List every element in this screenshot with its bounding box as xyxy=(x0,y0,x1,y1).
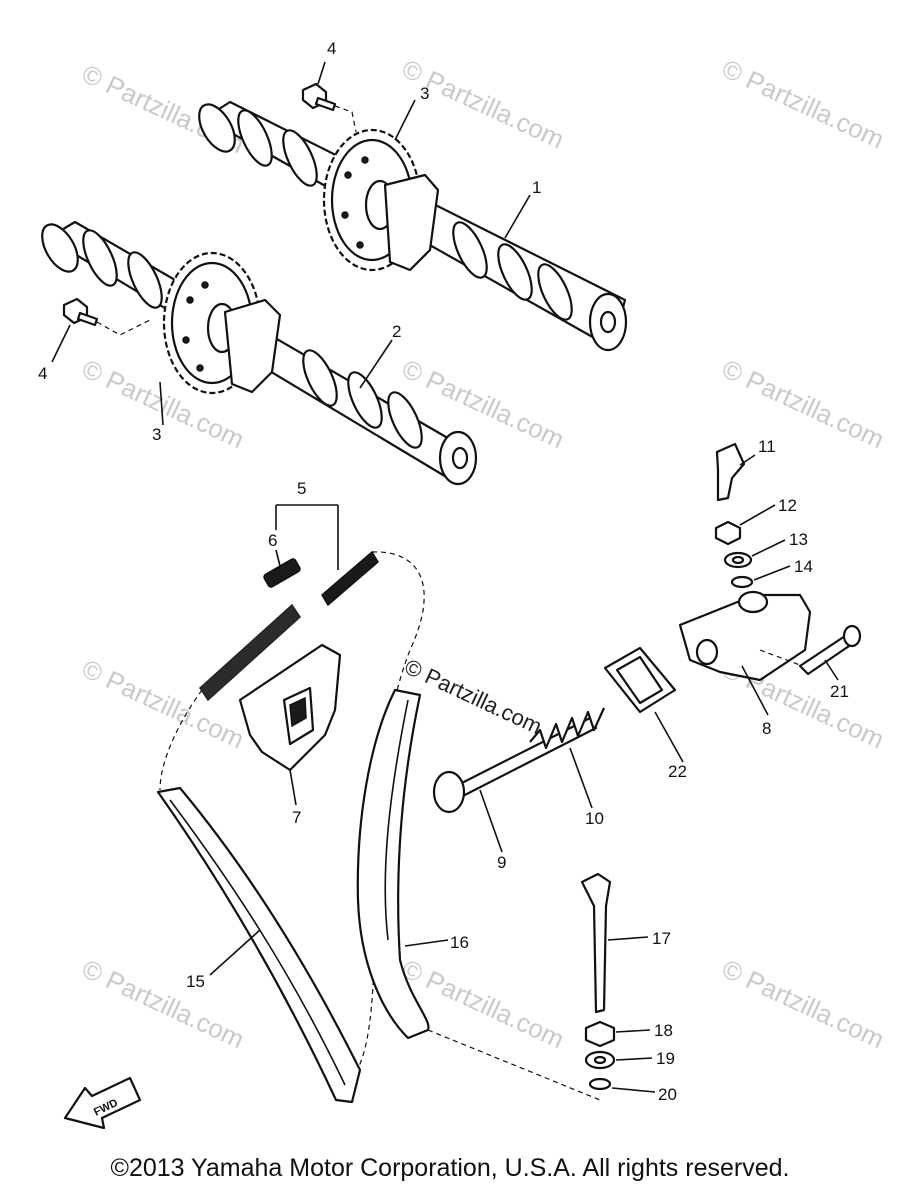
callout-4-lower: 4 xyxy=(38,364,47,383)
callout-10: 10 xyxy=(585,809,604,828)
chain-guide-16 xyxy=(356,688,601,1101)
tensioner-housing xyxy=(678,590,812,682)
callout-14: 14 xyxy=(794,557,813,576)
tensioner-bolt xyxy=(715,442,746,502)
callout-21: 21 xyxy=(830,682,849,701)
sprocket-bolt-upper xyxy=(301,82,357,133)
watermark-3: © Partzilla.com xyxy=(717,53,888,154)
center-watermark: © Partzilla.com xyxy=(401,654,546,739)
callout-3-lower: 3 xyxy=(152,425,161,444)
callout-1: 1 xyxy=(532,178,541,197)
callout-6: 6 xyxy=(268,531,277,550)
chain-guide-7 xyxy=(238,643,342,772)
o-ring xyxy=(730,575,754,589)
cam-sprocket-upper xyxy=(322,128,440,272)
callout-5: 5 xyxy=(297,479,306,498)
chain-joint xyxy=(263,558,301,588)
watermark-11: © Partzilla.com xyxy=(717,953,888,1054)
callout-22: 22 xyxy=(668,762,687,781)
callout-7: 7 xyxy=(292,808,301,827)
leader-lines xyxy=(51,61,839,1093)
callout-11: 11 xyxy=(758,437,776,456)
callout-13: 13 xyxy=(789,530,808,549)
cam-sprocket-lower xyxy=(162,251,282,395)
tensioner-mount-bolt xyxy=(798,624,862,676)
callout-17: 17 xyxy=(652,929,671,948)
watermark-2: © Partzilla.com xyxy=(397,53,568,154)
tensioner-spring xyxy=(529,707,606,750)
callouts: 1 2 3 3 4 4 5 6 7 8 9 10 11 12 13 14 15 … xyxy=(38,39,849,1104)
guide-washer xyxy=(584,1050,616,1070)
callout-4-upper: 4 xyxy=(327,39,336,58)
callout-9: 9 xyxy=(497,853,506,872)
lock-nut xyxy=(714,520,742,546)
chain-guide-15 xyxy=(156,786,362,1104)
callout-16: 16 xyxy=(450,933,469,952)
callout-8: 8 xyxy=(762,719,771,738)
tensioner-gasket xyxy=(603,646,677,714)
callout-20: 20 xyxy=(658,1085,677,1104)
guide-bolt xyxy=(580,872,612,1014)
callout-18: 18 xyxy=(654,1021,673,1040)
watermark-6: © Partzilla.com xyxy=(717,353,888,454)
callout-12: 12 xyxy=(778,496,797,515)
sprocket-bolt-lower xyxy=(62,297,151,336)
callout-15: 15 xyxy=(186,972,205,991)
watermark-9: © Partzilla.com xyxy=(77,953,248,1054)
guide-o-ring xyxy=(588,1077,612,1091)
callout-3-upper: 3 xyxy=(420,84,429,103)
tensioner-rod xyxy=(432,716,598,814)
forward-arrow-icon: FWD xyxy=(63,1076,142,1130)
watermark-10: © Partzilla.com xyxy=(397,953,568,1054)
callout-2: 2 xyxy=(392,322,401,341)
callout-19: 19 xyxy=(656,1049,675,1068)
washer xyxy=(723,551,753,569)
watermarks: © Partzilla.com © Partzilla.com © Partzi… xyxy=(77,53,888,1054)
copyright-notice: ©2013 Yamaha Motor Corporation, U.S.A. A… xyxy=(110,1154,790,1182)
guide-nut xyxy=(584,1020,616,1048)
